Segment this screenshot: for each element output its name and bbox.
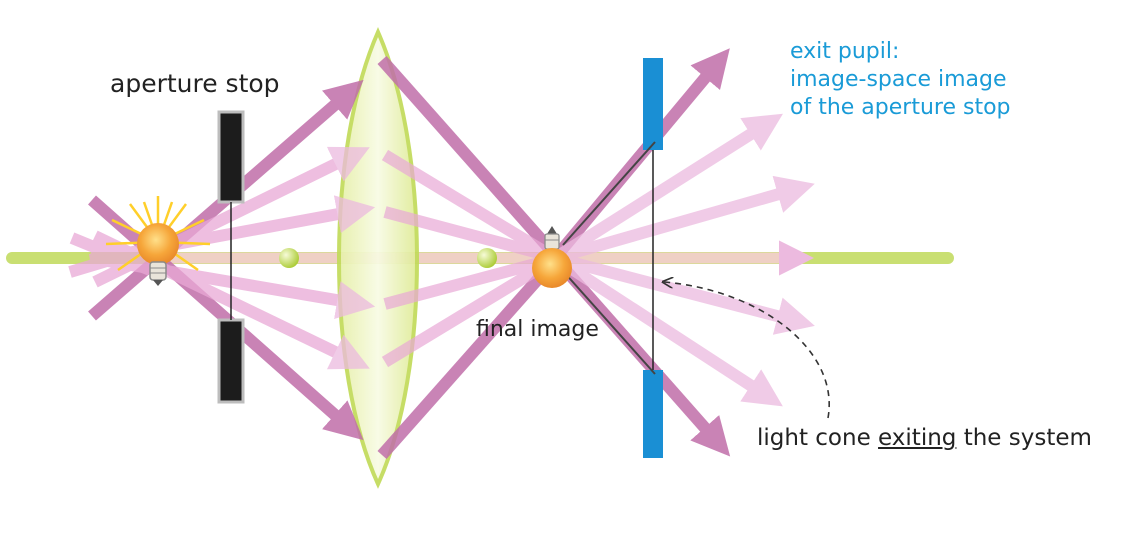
exit-pupil-label-line: exit pupil: [790,39,900,64]
exit-pupil-label: exit pupil: image-space image of the ape… [790,38,1011,122]
aperture-stop-label: aperture stop [110,69,280,98]
exit-rays [550,48,731,457]
light-cone-label: light cone exiting the system [757,425,1092,451]
focal-point-icon [477,248,497,268]
exit-rays-light [551,113,815,407]
lens [337,27,419,489]
light-cone-label-after: the system [956,425,1092,451]
final-image-label: final image [476,317,599,342]
light-cone-label-before: light cone [757,425,879,451]
image-rays [377,56,560,459]
dashed-pointer [664,282,830,419]
focal-point-icon [279,248,299,268]
image-rays-light [381,149,554,368]
exit-pupil-label-line: image-space image [790,67,1007,92]
light-bulb-icon [105,196,211,286]
aperture-stop [217,110,245,404]
exit-pupil [562,58,663,458]
exit-pupil-label-line: of the aperture stop [790,95,1011,120]
light-cone-label-underlined: exiting [878,425,957,451]
small-light-bulb-icon [532,226,572,288]
